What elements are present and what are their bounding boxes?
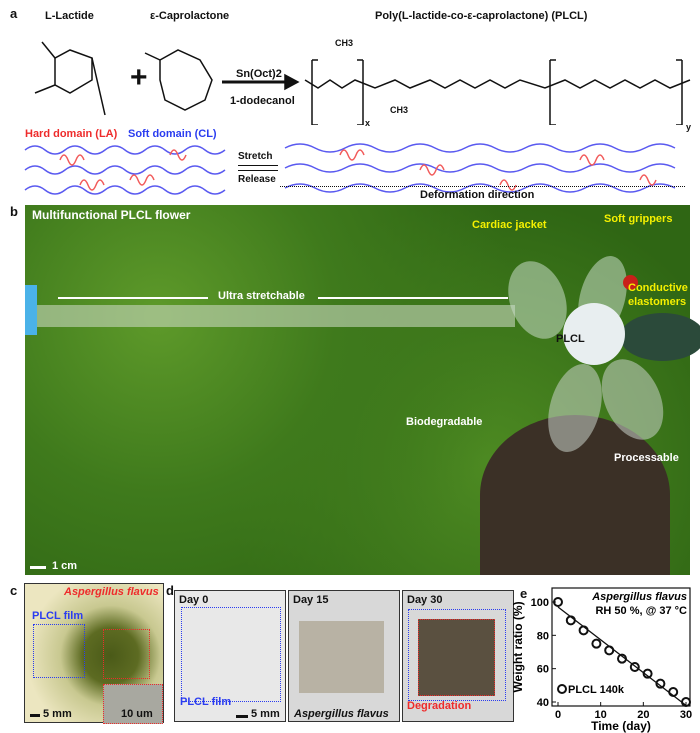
degradation-label: Degradation: [407, 700, 472, 712]
x-tick-label: 10: [595, 709, 607, 721]
day15-label: Day 15: [293, 594, 329, 606]
fungus-photo: [24, 583, 164, 724]
scale-label-b: 1 cm: [52, 560, 78, 572]
release-label: Release: [238, 174, 276, 185]
fit-line: [557, 606, 687, 706]
species-label-c: Aspergillus flavus: [64, 586, 159, 598]
y-axis-label: Weight ratio (%): [511, 601, 525, 692]
scale-label-c2: 10 um: [121, 708, 153, 720]
chart-title: Aspergillus flavus: [591, 591, 687, 603]
plcl-flower-photo: [25, 205, 700, 575]
plcl-film-box: [33, 624, 85, 678]
deformation-arrow: [280, 186, 685, 187]
panel-b-label: b: [10, 204, 18, 219]
scale-bar-b: [30, 566, 46, 569]
l-lactide-label: L-Lactide: [45, 10, 94, 22]
plus-sign: +: [130, 61, 148, 94]
data-point: [591, 638, 602, 649]
catalyst-label: Sn(Oct)2: [236, 68, 282, 80]
glove: [25, 285, 37, 335]
data-point: [553, 597, 563, 607]
petal-conductive: [620, 313, 700, 361]
species-label-d: Aspergillus flavus: [294, 708, 389, 720]
data-point: [668, 687, 679, 697]
chart-subtitle: RH 50 %, @ 37 °C: [595, 605, 687, 617]
micro-inset: [103, 684, 163, 724]
caprolactone-label: ε-Caprolactone: [150, 10, 230, 22]
stretched-strip: [25, 305, 515, 327]
plcl-film-label-c: PLCL film: [32, 610, 84, 622]
data-point: [642, 668, 653, 679]
data-point: [617, 653, 627, 664]
scale-label-c1: 5 mm: [43, 708, 72, 720]
panel-a-label: a: [10, 6, 18, 21]
film-box-day0: [181, 607, 281, 702]
legend-marker: [557, 684, 567, 694]
film-day15: [299, 621, 384, 693]
cardiac-jacket-label: Cardiac jacket: [472, 219, 547, 231]
hard-domain-label: Hard domain (LA): [25, 128, 118, 140]
data-point: [565, 615, 576, 626]
y-tick-label: 40: [537, 697, 549, 709]
flower-center: [563, 303, 625, 365]
scale-label-d: 5 mm: [251, 708, 280, 720]
data-point: [604, 645, 615, 656]
degraded-film: [418, 619, 495, 696]
conductive-label-2: elastomers: [628, 296, 687, 308]
plot-frame: [551, 587, 691, 707]
day0-label: Day 0: [179, 594, 209, 606]
day30-label: Day 30: [407, 594, 443, 606]
initiator-label: 1-dodecanol: [230, 95, 295, 107]
soft-grippers-label: Soft grippers: [604, 213, 673, 225]
x-tick-label: 30: [680, 709, 692, 721]
release-arrow: [238, 170, 278, 171]
panel-e-label: e: [520, 586, 528, 601]
biodegradable-label: Biodegradable: [406, 416, 483, 428]
processable-label: Processable: [614, 452, 679, 464]
polymer-chains: [24, 143, 676, 195]
legend-label: PLCL 140k: [568, 684, 625, 696]
stretch-label: Stretch: [238, 151, 273, 162]
y-subscript: y: [686, 122, 692, 132]
x-axis-label: Time (day): [591, 719, 651, 733]
ch3-bottom: CH3: [390, 105, 409, 115]
film-box-day30: [408, 609, 506, 701]
scale-bar-d: [236, 715, 248, 718]
panel-d-label: d: [166, 583, 174, 598]
panel-b-title: Multifunctional PLCL flower: [32, 208, 191, 222]
x-tick-label: 0: [555, 709, 561, 721]
data-point: [655, 678, 666, 689]
fungus-box: [103, 629, 150, 679]
x-subscript: x: [365, 118, 371, 128]
deformation-label: Deformation direction: [420, 189, 535, 201]
plcl-center-label: PLCL: [556, 333, 585, 345]
day0-panel: [174, 590, 286, 722]
y-tick-label: 80: [537, 630, 549, 642]
day15-panel: [288, 590, 400, 722]
scale-bar-c: [30, 714, 40, 717]
ultra-stretchable-label: Ultra stretchable: [218, 290, 305, 302]
soft-domain-label: Soft domain (CL): [128, 128, 217, 140]
data-point: [681, 697, 691, 707]
data-point: [578, 625, 589, 636]
stretch-arrow: [238, 165, 278, 166]
y-tick-label: 60: [537, 664, 549, 676]
ultra-arrow-right: [318, 297, 508, 299]
plcl-film-label-d: PLCL film: [180, 696, 232, 708]
data-point: [629, 662, 640, 672]
panel-c-label: c: [10, 583, 18, 598]
gripper-ball: [623, 275, 638, 290]
reaction-scheme: +: [34, 41, 691, 125]
plcl-product-label: Poly(L-lactide-co-ε-caprolactone) (PLCL): [375, 10, 588, 22]
y-tick-label: 100: [531, 597, 549, 609]
ch3-top: CH3: [335, 38, 354, 48]
day30-panel: [402, 590, 514, 722]
x-tick-label: 20: [637, 709, 649, 721]
conductive-label-1: Conductive: [628, 282, 688, 294]
ultra-arrow-left: [58, 297, 208, 299]
